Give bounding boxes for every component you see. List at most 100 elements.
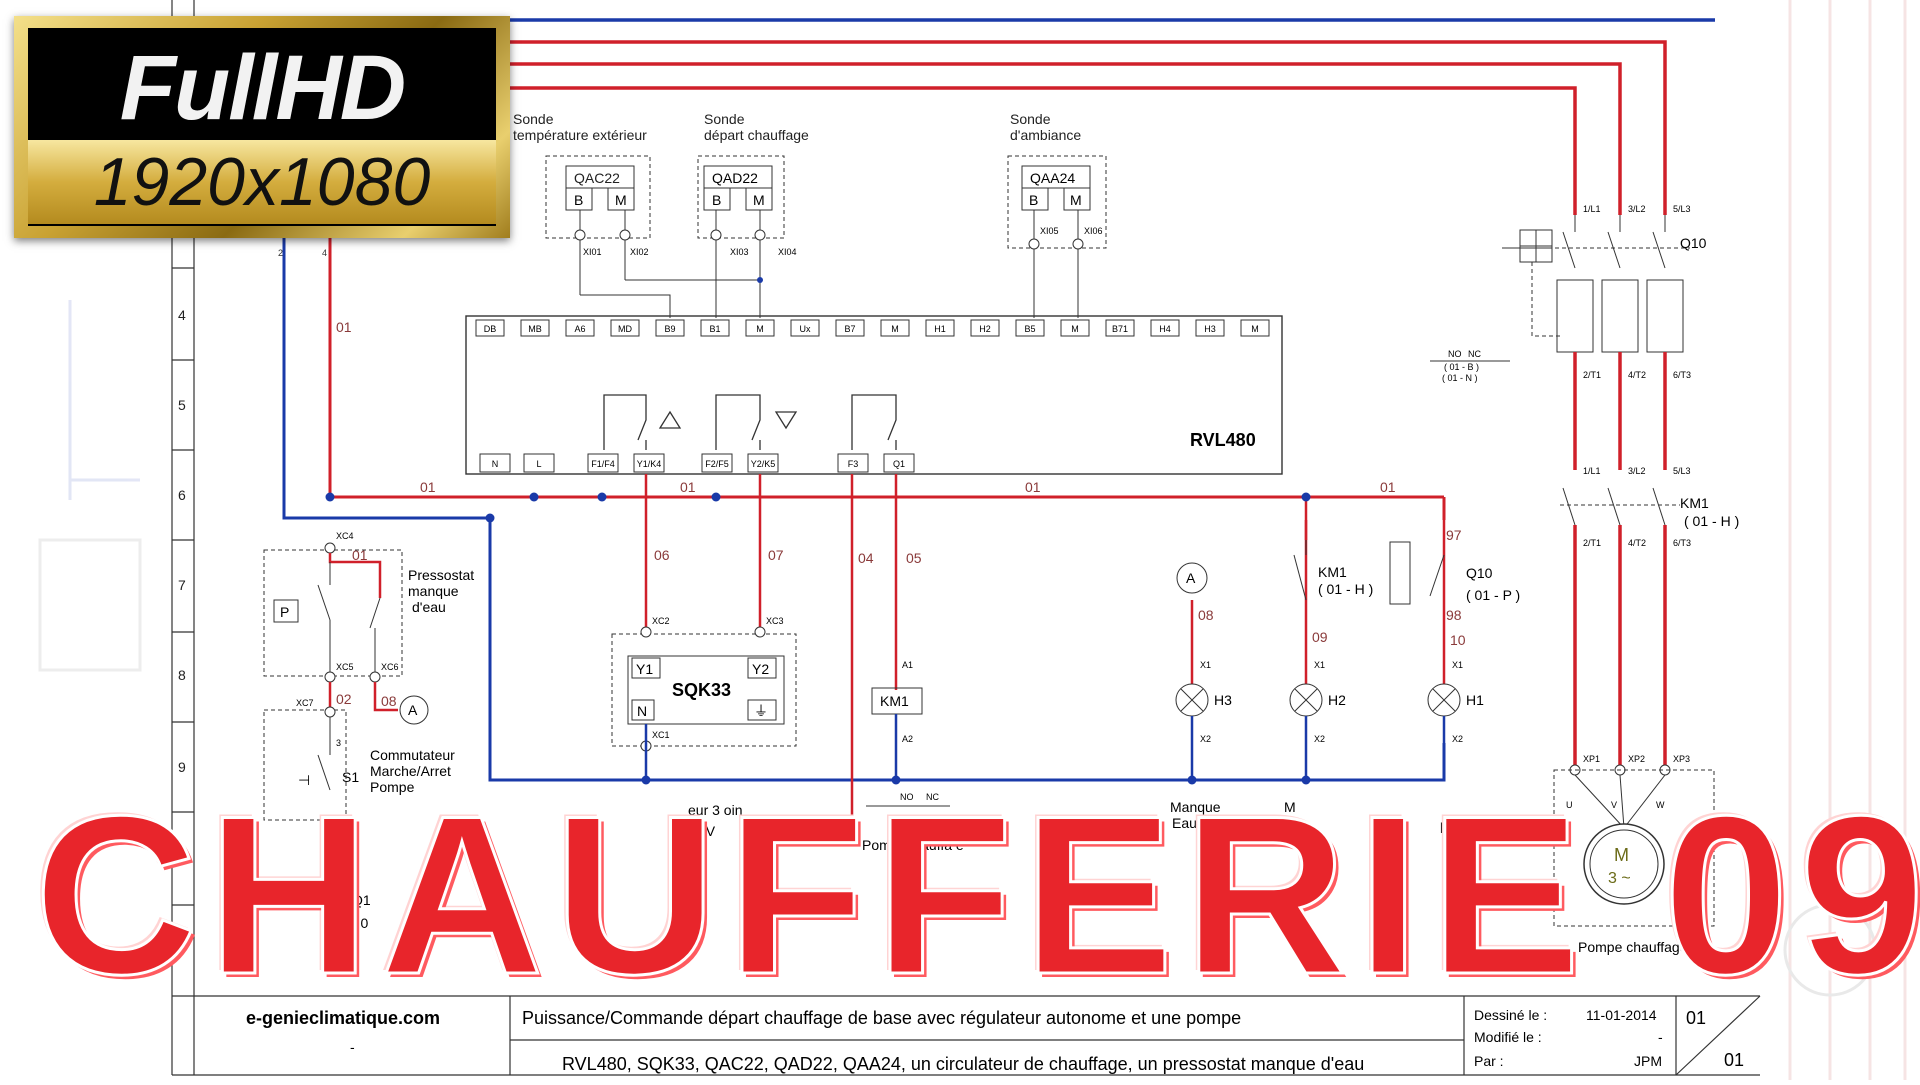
title-block (172, 995, 1761, 1076)
controller-terminal-box (880, 319, 910, 337)
wire-label: 01 (680, 479, 696, 495)
pole-label: 4/T2 (1628, 538, 1646, 548)
controller-terminal-label: M (891, 324, 899, 334)
controller-terminal-label: M (1071, 324, 1079, 334)
no-label: NO (900, 792, 914, 802)
controller-terminal-label: MB (528, 324, 542, 334)
terminal-b: B (574, 192, 583, 208)
controller-terminal-label: B71 (1112, 324, 1128, 334)
controller-terminal-label: F3 (848, 459, 859, 469)
pole-label: 5/L3 (1673, 466, 1691, 476)
modified-value: - (1658, 1029, 1663, 1045)
controller-terminal-box (747, 453, 779, 473)
lamp-caption: P (1284, 815, 1293, 831)
wire-label: 09 (1312, 629, 1328, 645)
lamp-cross (1432, 688, 1456, 712)
indicator-area: A 08 KM1 ( 01 - H ) 09 97 Q10 ( 01 - P )… (1170, 527, 1520, 833)
wire-label: 98 (1446, 607, 1462, 623)
controller-name: RVL480 (1190, 430, 1256, 450)
lamp-x2: X2 (1452, 734, 1463, 744)
q1-label: Q1 (352, 892, 371, 908)
controller-terminal-box (835, 319, 865, 337)
connector-label: XC5 (336, 662, 354, 672)
contactor-contact (1652, 487, 1666, 526)
controller-terminal-label: Q1 (893, 459, 905, 469)
coil-a2: A2 (902, 734, 913, 744)
actuator-caption: eur 3 oin (688, 802, 742, 818)
contactor-sub: ( 01 - H ) (1684, 513, 1739, 529)
sensor-caption: d'ambiance (1010, 127, 1081, 143)
contact-label: KM1 (1318, 564, 1347, 580)
terminal-n: N (637, 703, 647, 719)
controller-terminal-label: L (536, 459, 541, 469)
controller-terminal-box (745, 319, 775, 337)
wire-label: 01 (1025, 479, 1041, 495)
pole-label: 4/T2 (1628, 370, 1646, 380)
controller-terminal-box (610, 319, 640, 337)
pole-label: V (1611, 800, 1617, 810)
sensor-model: QAA24 (1030, 170, 1075, 186)
controller-terminal-label: H3 (1204, 324, 1216, 334)
switch-caption: Pompe (370, 779, 415, 795)
controller-terminal-label: N (492, 459, 499, 469)
row-number: 4 (178, 307, 186, 323)
controller-terminal-label: B7 (844, 324, 855, 334)
connector-label: XI05 (1040, 226, 1059, 236)
controller-terminal-label: Ux (800, 324, 811, 334)
pole-label: 1/L1 (1583, 204, 1601, 214)
controller-terminal-box (633, 453, 665, 473)
left-supply (282, 238, 1446, 782)
sensor-outside: Sonde température extérieur QAC22 B M XI… (513, 111, 761, 318)
motor-label: M1 (1680, 837, 1700, 853)
connector-label: XC1 (652, 730, 670, 740)
wire-label: 97 (1446, 527, 1462, 543)
supply-lines (500, 18, 1715, 215)
q1-sub: ( 0 (352, 915, 369, 931)
lamp-name: H3 (1214, 692, 1232, 708)
controller-terminal-box (701, 453, 733, 473)
lamp-x1: X1 (1452, 660, 1463, 670)
breaker-label: Q10 (1680, 235, 1707, 251)
no-label: NO (1448, 349, 1462, 359)
connector-label: XC2 (652, 616, 670, 626)
pole-label: U (1566, 800, 1573, 810)
thermal-relay (1601, 279, 1639, 353)
sensor-room: Sonde d'ambiance QAA24 B M XI05 XI06 (1007, 111, 1107, 318)
controller-terminal-box (475, 319, 505, 337)
coil-a1: A1 (902, 660, 913, 670)
sensor-caption: température extérieur (513, 127, 647, 143)
wire-number: 2 (278, 248, 283, 258)
motor-phase: 3 ~ (1608, 870, 1631, 887)
row-number: 5 (178, 397, 186, 413)
row-number: 10 (174, 849, 190, 865)
faded-background-left (38, 300, 142, 672)
motor-caption: Pompe chauffage (1578, 939, 1688, 955)
lamp-caption: Manque (1170, 799, 1221, 815)
controller-terminal-box (970, 319, 1000, 337)
connector-label: XI06 (1084, 226, 1103, 236)
nc-label: NC (1468, 349, 1481, 359)
lamp-x1: X1 (1200, 660, 1211, 670)
lamp-name: H1 (1466, 692, 1484, 708)
controller-terminal-box (925, 319, 955, 337)
row-number-labels: 4 5 6 7 8 9 10 1 (174, 307, 190, 955)
controller-terminal-label: M (756, 324, 764, 334)
controller-terminal-box (1150, 319, 1180, 337)
pole-label: 5/L3 (1673, 204, 1691, 214)
connector-label: XI03 (730, 247, 749, 257)
connector-label: XC3 (766, 616, 784, 626)
lamp-cross (1180, 688, 1204, 712)
terminal-b: B (712, 192, 721, 208)
contact-label: Q10 (1466, 565, 1493, 581)
row-number: 7 (178, 577, 186, 593)
lamp-x2: X2 (1314, 734, 1325, 744)
website-label: e-genieclimatique.com (246, 1008, 440, 1028)
controller-terminal-label: H2 (979, 324, 991, 334)
terminal-m: M (753, 192, 765, 208)
controller-terminal-box (700, 319, 730, 337)
motor-wire (1623, 774, 1666, 829)
row-number: 9 (178, 759, 186, 775)
contactor-coil-km1: KM1 A1 A2 NO NC Pompe c auffa e (862, 660, 964, 853)
drawn-value: 11-01-2014 (1586, 1007, 1657, 1023)
controller-terminal-label: A6 (574, 324, 585, 334)
